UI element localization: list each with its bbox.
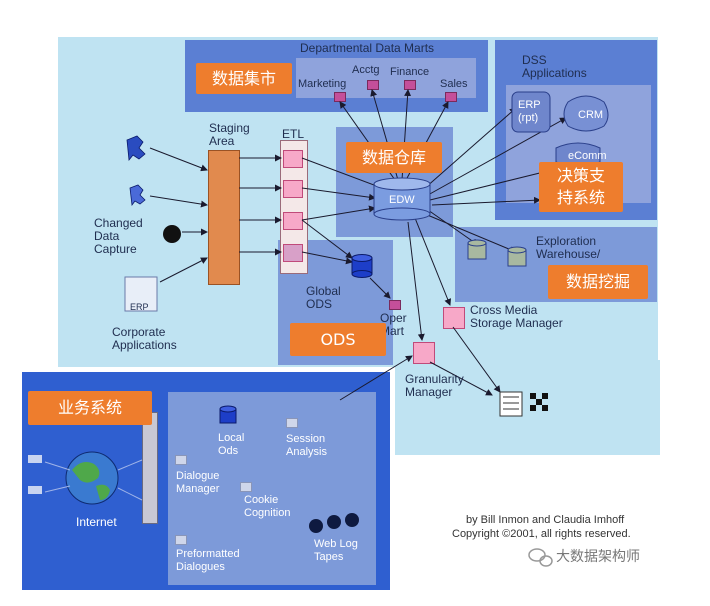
overlay-data-mart: 数据集市 [196, 63, 292, 94]
capture-dot [163, 225, 181, 243]
internet-globe-icon [65, 451, 119, 505]
credit-line-2: Copyright ©2001, all rights reserved. [452, 528, 631, 540]
global-ods-cylinder [351, 254, 373, 278]
etl-box-2 [283, 180, 303, 198]
local-ods-label: Local Ods [218, 432, 245, 457]
crm-label: CRM [578, 109, 604, 121]
watermark-label: 大数据架构师 [556, 549, 640, 565]
wechat-icon [528, 548, 553, 567]
tape-3 [345, 513, 359, 527]
overlay-warehouse: 数据仓库 [346, 142, 442, 173]
erp-label: ERP [130, 302, 149, 312]
erp-rpt-shape [511, 91, 551, 133]
edw-label: EDW [389, 194, 415, 206]
cookie-label: Cookie Cognition [244, 494, 291, 519]
marketing-label: Marketing [298, 78, 347, 90]
overlay-business: 业务系统 [28, 391, 152, 425]
granularity-label: Granularity Manager [405, 372, 464, 399]
edw-cylinder [373, 177, 431, 221]
right-lower-panel [395, 360, 660, 455]
internet-label: Internet [76, 515, 117, 529]
mart-sales-box [445, 92, 457, 102]
etl-box-4 [283, 244, 303, 262]
session-label: Session Analysis [286, 433, 327, 458]
erp-icon-box [124, 276, 158, 312]
dialogue-mgr-label: Dialogue Manager [176, 470, 220, 495]
staging-area-bar [208, 150, 240, 285]
oper-mart-label: Oper Mart [380, 311, 407, 338]
data-marts-inner [296, 58, 476, 98]
staging-label: Staging Area [209, 121, 250, 148]
local-ods-cylinder [219, 405, 237, 424]
global-ods-label: Global ODS [306, 284, 341, 311]
overlay-mining: 数据挖掘 [548, 265, 648, 299]
finance-label: Finance [390, 66, 430, 78]
granularity-box [413, 342, 435, 364]
cross-media-label: Cross Media Storage Manager [470, 303, 563, 330]
preformatted-marker [175, 535, 187, 545]
dialogue-marker [175, 455, 187, 465]
overlay-ods: ODS [290, 323, 386, 356]
cookie-marker [240, 482, 252, 492]
changed-capture-label: Changed Data Capture [94, 216, 143, 256]
weblog-label: Web Log Tapes [314, 538, 358, 563]
ecomm-label: eComm [568, 150, 607, 162]
etl-box-1 [283, 150, 303, 168]
session-marker [286, 418, 298, 428]
sales-label: Sales [440, 78, 468, 90]
computer-icon-2 [28, 486, 42, 494]
overlay-dss: 决策支 持系统 [539, 162, 623, 212]
tape-1 [309, 519, 323, 533]
preformatted-label: Preformatted Dialogues [176, 548, 240, 573]
acctg-label: Acctg [352, 64, 380, 76]
tape-2 [327, 515, 341, 529]
storage-media-icon [499, 391, 548, 417]
source-icon-2 [129, 184, 146, 207]
etl-label: ETL [282, 127, 305, 141]
crm-shape [563, 95, 609, 132]
dept-marts-label: Departmental Data Marts [300, 41, 435, 55]
source-icon-1 [126, 135, 146, 162]
computer-icon-1 [28, 455, 42, 463]
corp-apps-label: Corporate Applications [112, 325, 177, 352]
dss-apps-label: DSS Applications [522, 53, 587, 80]
exploration-label: Exploration Warehouse/ [536, 234, 601, 261]
credit-line-1: by Bill Inmon and Claudia Imhoff [466, 514, 625, 526]
erp-rpt-label: ERP (rpt) [518, 99, 541, 124]
oper-mart-box [389, 300, 401, 310]
business-inner [168, 392, 376, 585]
